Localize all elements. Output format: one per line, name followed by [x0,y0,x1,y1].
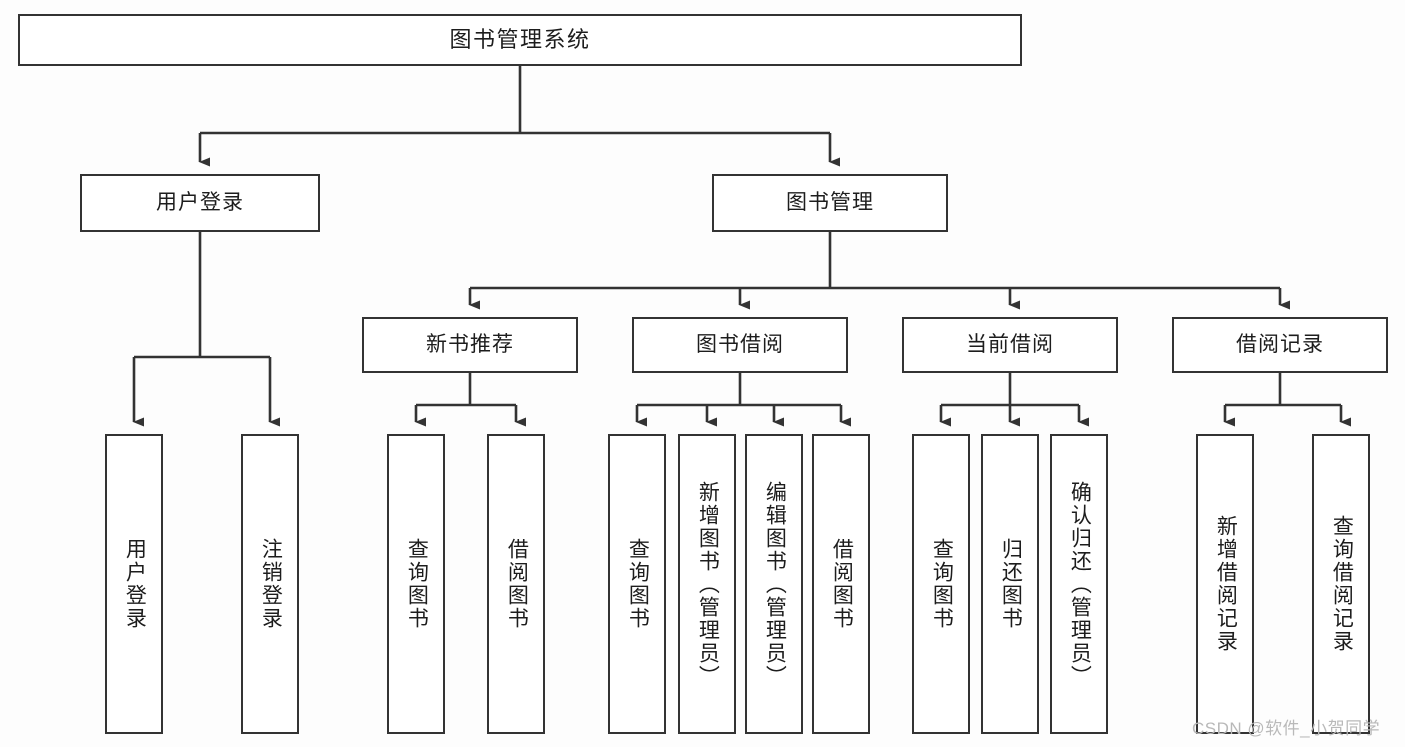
node-label: 借阅记录 [1236,332,1324,356]
node-l_add_book[interactable]: 新增图书（管理员） [678,434,736,734]
watermark-text: CSDN @软件_小贺同学 [1192,719,1381,738]
node-label: 查询借阅记录 [1330,515,1354,653]
node-records[interactable]: 借阅记录 [1172,317,1388,373]
node-root[interactable]: 图书管理系统 [18,14,1022,66]
node-l_query1[interactable]: 查询图书 [387,434,445,734]
node-user_login[interactable]: 用户登录 [80,174,320,232]
node-label: 新增图书（管理员） [696,480,720,688]
node-l_borrow1[interactable]: 借阅图书 [487,434,545,734]
node-label: 当前借阅 [966,332,1054,356]
node-borrow[interactable]: 图书借阅 [632,317,848,373]
node-l_add_rec[interactable]: 新增借阅记录 [1196,434,1254,734]
node-label: 归还图书 [999,538,1023,630]
node-label: 新增借阅记录 [1214,515,1238,653]
node-label: 新书推荐 [426,332,514,356]
node-label: 确认归还（管理员） [1068,480,1092,688]
node-label: 注销登录 [259,538,283,630]
node-label: 查询图书 [930,538,954,630]
node-new_rec[interactable]: 新书推荐 [362,317,578,373]
node-l_confirm[interactable]: 确认归还（管理员） [1050,434,1108,734]
node-label: 用户登录 [123,538,147,630]
node-l_borrow2[interactable]: 借阅图书 [812,434,870,734]
node-label: 图书管理 [786,190,874,214]
node-label: 用户登录 [156,190,244,214]
node-label: 查询图书 [626,538,650,630]
node-l_query3[interactable]: 查询图书 [912,434,970,734]
node-l_return[interactable]: 归还图书 [981,434,1039,734]
node-current[interactable]: 当前借阅 [902,317,1118,373]
node-l_user[interactable]: 用户登录 [105,434,163,734]
node-label: 图书借阅 [696,332,784,356]
node-l_qry_rec[interactable]: 查询借阅记录 [1312,434,1370,734]
node-label: 图书管理系统 [449,27,591,53]
node-book_mgmt[interactable]: 图书管理 [712,174,948,232]
node-l_logout[interactable]: 注销登录 [241,434,299,734]
node-label: 借阅图书 [505,538,529,630]
node-l_edit_book[interactable]: 编辑图书（管理员） [745,434,803,734]
node-l_query2[interactable]: 查询图书 [608,434,666,734]
node-label: 查询图书 [405,538,429,630]
node-label: 借阅图书 [830,538,854,630]
node-label: 编辑图书（管理员） [763,480,787,688]
